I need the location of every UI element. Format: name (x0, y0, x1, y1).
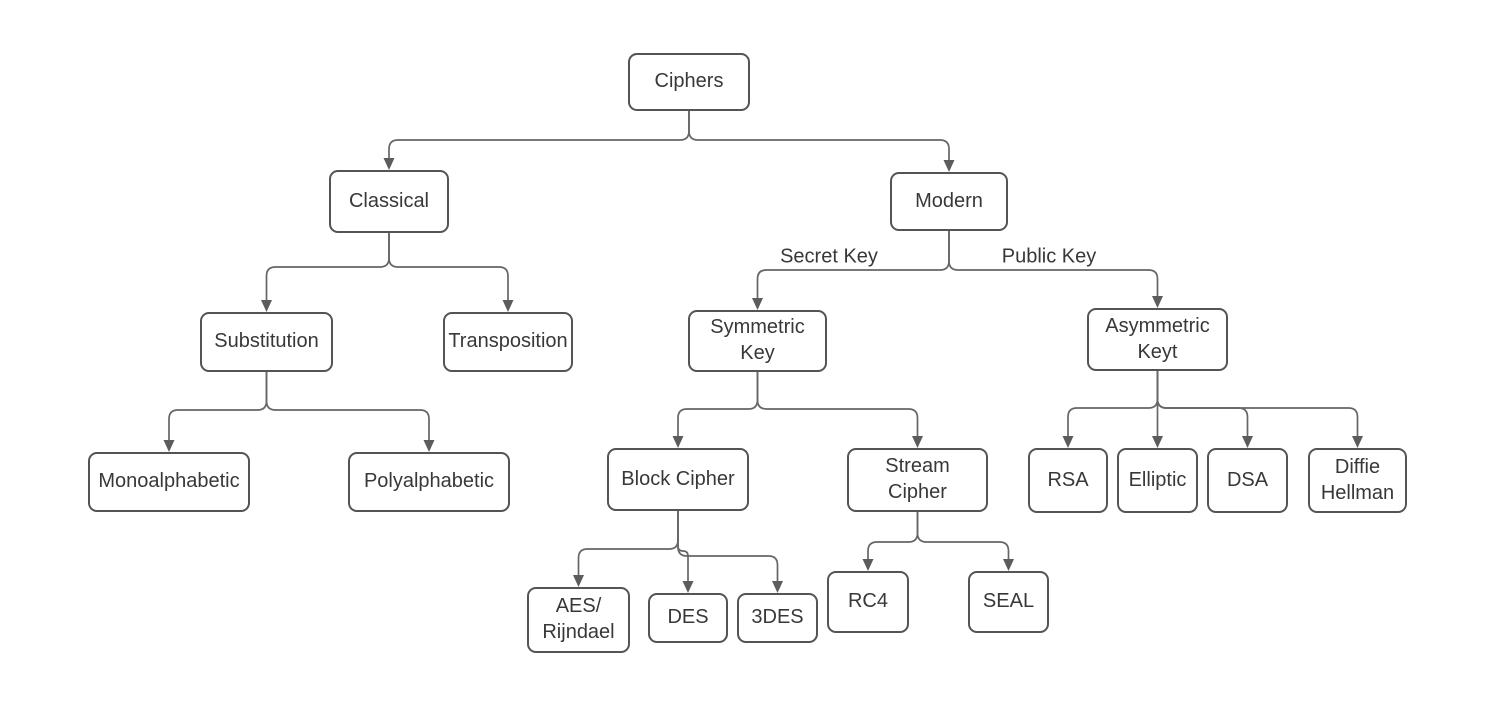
node-rc4: RC4 (827, 571, 909, 633)
node-label: Block Cipher (621, 467, 735, 490)
node-label: Transposition (448, 330, 568, 353)
node-des: DES (648, 593, 728, 643)
node-rsa: RSA (1028, 448, 1108, 513)
edge-ciphers-modern (688, 111, 955, 172)
node-label: Modern (915, 189, 983, 212)
edge-stream-cipher-seal (916, 512, 1014, 571)
node-elliptic: Elliptic (1117, 448, 1198, 513)
arrowhead-icon (752, 298, 763, 310)
edge-modern-asymmetric-key (948, 231, 1163, 308)
node-dsa: DSA (1207, 448, 1288, 513)
arrowhead-icon (1062, 436, 1074, 448)
edge-stream-cipher-rc4 (862, 512, 919, 571)
node-label: Symmetric Key (710, 316, 805, 364)
edge-symmetric-key-block-cipher (672, 372, 759, 448)
arrowhead-icon (1152, 436, 1163, 448)
arrowhead-icon (1152, 296, 1163, 308)
edge-asymmetric-key-dsa (1156, 371, 1253, 448)
node-label: 3DES (751, 606, 804, 629)
node-label: Asymmetric Keyt (1105, 314, 1210, 363)
node-label: Monoalphabetic (98, 470, 240, 493)
node-polyalphabetic: Polyalphabetic (348, 452, 510, 512)
node-modern: Modern (890, 172, 1008, 231)
node-label: RC4 (847, 590, 888, 613)
edge-classical-transposition (388, 233, 514, 312)
arrowhead-icon (862, 559, 874, 571)
node-label: Diffie Hellman (1320, 455, 1395, 504)
arrowhead-icon (1242, 436, 1253, 448)
edge-asymmetric-key-rsa (1062, 371, 1159, 448)
node-label: Elliptic (1128, 468, 1187, 491)
arrowhead-icon (502, 300, 514, 312)
node-stream-cipher: Stream Cipher (847, 448, 988, 512)
arrowhead-icon (1003, 559, 1014, 571)
edge-substitution-polyalphabetic (265, 372, 435, 452)
node-diffie-hellman: Diffie Hellman (1308, 448, 1407, 513)
node-aes-rijndael: AES/ Rijndael (527, 587, 630, 653)
edge-modern-symmetric-key (752, 231, 950, 310)
arrowhead-icon (163, 440, 175, 452)
edge-symmetric-key-stream-cipher (756, 372, 923, 448)
node-classical: Classical (329, 170, 449, 233)
arrowhead-icon (1352, 436, 1363, 448)
node-label: SEAL (982, 590, 1035, 613)
edge-classical-substitution (261, 233, 390, 312)
node-label: Ciphers (654, 70, 724, 93)
edge-block-cipher-des (677, 511, 694, 593)
arrowhead-icon (772, 581, 783, 593)
edge-ciphers-classical (383, 111, 690, 170)
node-label: Substitution (214, 330, 319, 353)
node-ciphers: Ciphers (628, 53, 750, 111)
node-label: Polyalphabetic (363, 470, 495, 493)
edge-block-cipher-3des (677, 511, 783, 593)
node-asymmetric-key: Asymmetric Keyt (1087, 308, 1228, 371)
node-label: Stream Cipher (885, 455, 950, 503)
arrowhead-icon (943, 160, 955, 172)
node-label: RSA (1047, 468, 1089, 491)
node-label: AES/ Rijndael (542, 595, 615, 643)
arrowhead-icon (682, 581, 694, 593)
node-transposition: Transposition (443, 312, 573, 372)
node-symmetric-key: Symmetric Key (688, 310, 827, 372)
node-substitution: Substitution (200, 312, 333, 372)
arrowhead-icon (383, 158, 395, 170)
node-3des: 3DES (737, 593, 818, 643)
arrowhead-icon (672, 436, 684, 448)
edge-substitution-monoalphabetic (163, 372, 268, 452)
edge-asymmetric-key-diffie-hellman (1156, 371, 1363, 448)
node-label: DES (667, 606, 709, 629)
arrowhead-icon (912, 436, 923, 448)
edge-label-secret-key: Secret Key (780, 245, 878, 268)
arrowhead-icon (423, 440, 435, 452)
node-monoalphabetic: Monoalphabetic (88, 452, 250, 512)
edge-block-cipher-aes-rijndael (573, 511, 679, 587)
node-block-cipher: Block Cipher (607, 448, 749, 511)
node-label: DSA (1226, 468, 1269, 491)
edge-label-public-key: Public Key (1001, 245, 1097, 268)
arrowhead-icon (261, 300, 272, 312)
node-seal: SEAL (968, 571, 1049, 633)
arrowhead-icon (573, 575, 584, 587)
node-label: Classical (348, 189, 430, 212)
